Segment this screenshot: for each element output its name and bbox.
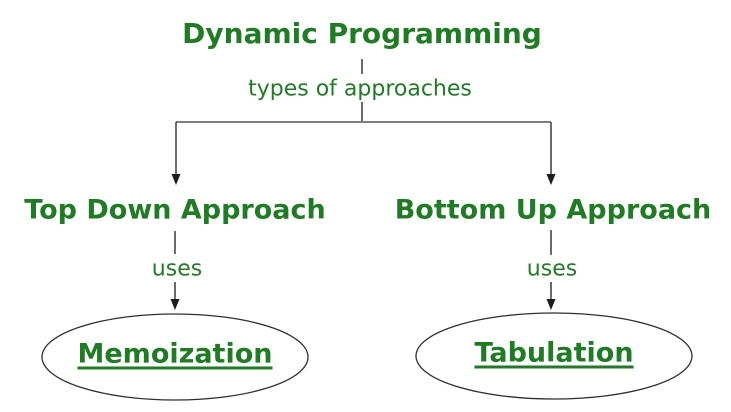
bottom-up-heading: Bottom Up Approach bbox=[394, 194, 712, 226]
right-branch-arrowhead-icon bbox=[546, 174, 556, 185]
right-uses-label: uses bbox=[526, 256, 578, 282]
tabulation-ellipse bbox=[415, 312, 693, 400]
left-branch-arrowhead-icon bbox=[171, 174, 181, 185]
diagram-title: Dynamic Programming bbox=[182, 16, 542, 50]
top-down-heading: Top Down Approach bbox=[24, 194, 326, 226]
tabulation-node-label: Tabulation bbox=[474, 337, 634, 369]
right-uses-arrowhead-icon bbox=[546, 299, 556, 310]
left-uses-arrowhead-icon bbox=[170, 299, 180, 310]
memoization-ellipse bbox=[41, 313, 309, 401]
memoization-node-label: Memoization bbox=[77, 338, 273, 370]
left-uses-label: uses bbox=[151, 256, 203, 282]
root-edge-label: types of approaches bbox=[248, 76, 472, 102]
